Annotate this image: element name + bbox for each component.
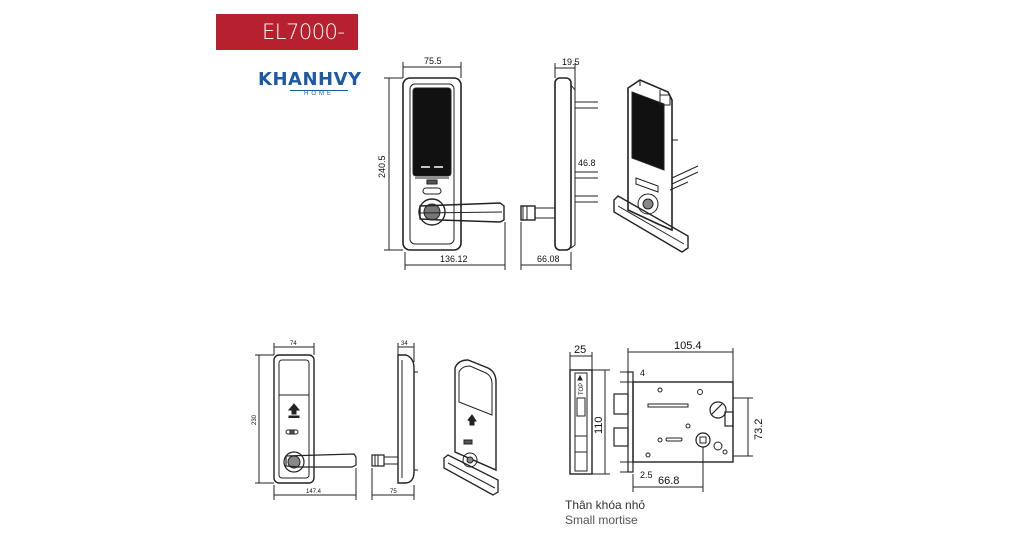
dim-mortise-backset: 66.8 [658,475,679,487]
bottom-front-dimensions: 74 230 147.4 [252,341,357,500]
dim-mortise-bottom-offset: 2.5 [640,470,653,480]
logo-text: KHANHVY [258,69,362,90]
top-side-dimensions: 19.5 46.8 66.08 [520,57,598,270]
top-front-dimensions: 75.5 240.5 136.12 [377,56,506,270]
bottom-iso-view [443,359,499,496]
dim-bottom-width: 74 [290,341,297,347]
dim-mortise-width: 25 [574,344,586,356]
logo-subtext: HOME [290,90,348,97]
mortise-body [613,371,734,473]
mortise-caption: Thân khóa nhỏ Small mortise [565,498,645,528]
dim-mortise-height: 110 [593,416,605,434]
dim-mortise-span: 73.2 [753,419,765,440]
dim-bottom-projection: 75 [390,489,397,495]
bottom-front-view [273,354,357,484]
bottom-side-view [371,354,418,484]
dim-top-depth: 19.5 [562,57,580,67]
model-name: EL7000-TC [262,20,345,80]
dim-top-width: 75.5 [424,56,442,66]
dim-bottom-depth: 34 [401,341,408,347]
dim-mortise-length: 105.4 [674,340,702,352]
dim-top-length: 136.12 [440,254,468,264]
caption-vietnamese: Thân khóa nhỏ [565,498,646,512]
top-iso-view [613,79,699,253]
mortise-front-plate: TOP [569,369,593,475]
dim-top-height: 240.5 [377,155,387,178]
bottom-side-dimensions: 34 75 [371,341,415,500]
top-front-view [402,77,505,251]
dim-top-spindle: 46.8 [578,158,596,168]
dim-bottom-length: 147.4 [306,489,322,495]
top-side-view [520,77,598,251]
model-badge: EL7000-TC [216,14,358,80]
mortise-front-dimensions: 25 110 [569,344,610,475]
dim-top-projection: 66.08 [537,254,560,264]
brand-logo: KHANHVY HOME [258,70,370,100]
dim-bottom-height: 230 [252,414,258,425]
caption-english: Small mortise [565,513,638,527]
mortise-marking: TOP [579,383,585,395]
dim-mortise-top-offset: 4 [640,368,645,378]
mortise-body-dimensions: 105.4 4 73.2 2.5 66.8 [620,340,765,492]
